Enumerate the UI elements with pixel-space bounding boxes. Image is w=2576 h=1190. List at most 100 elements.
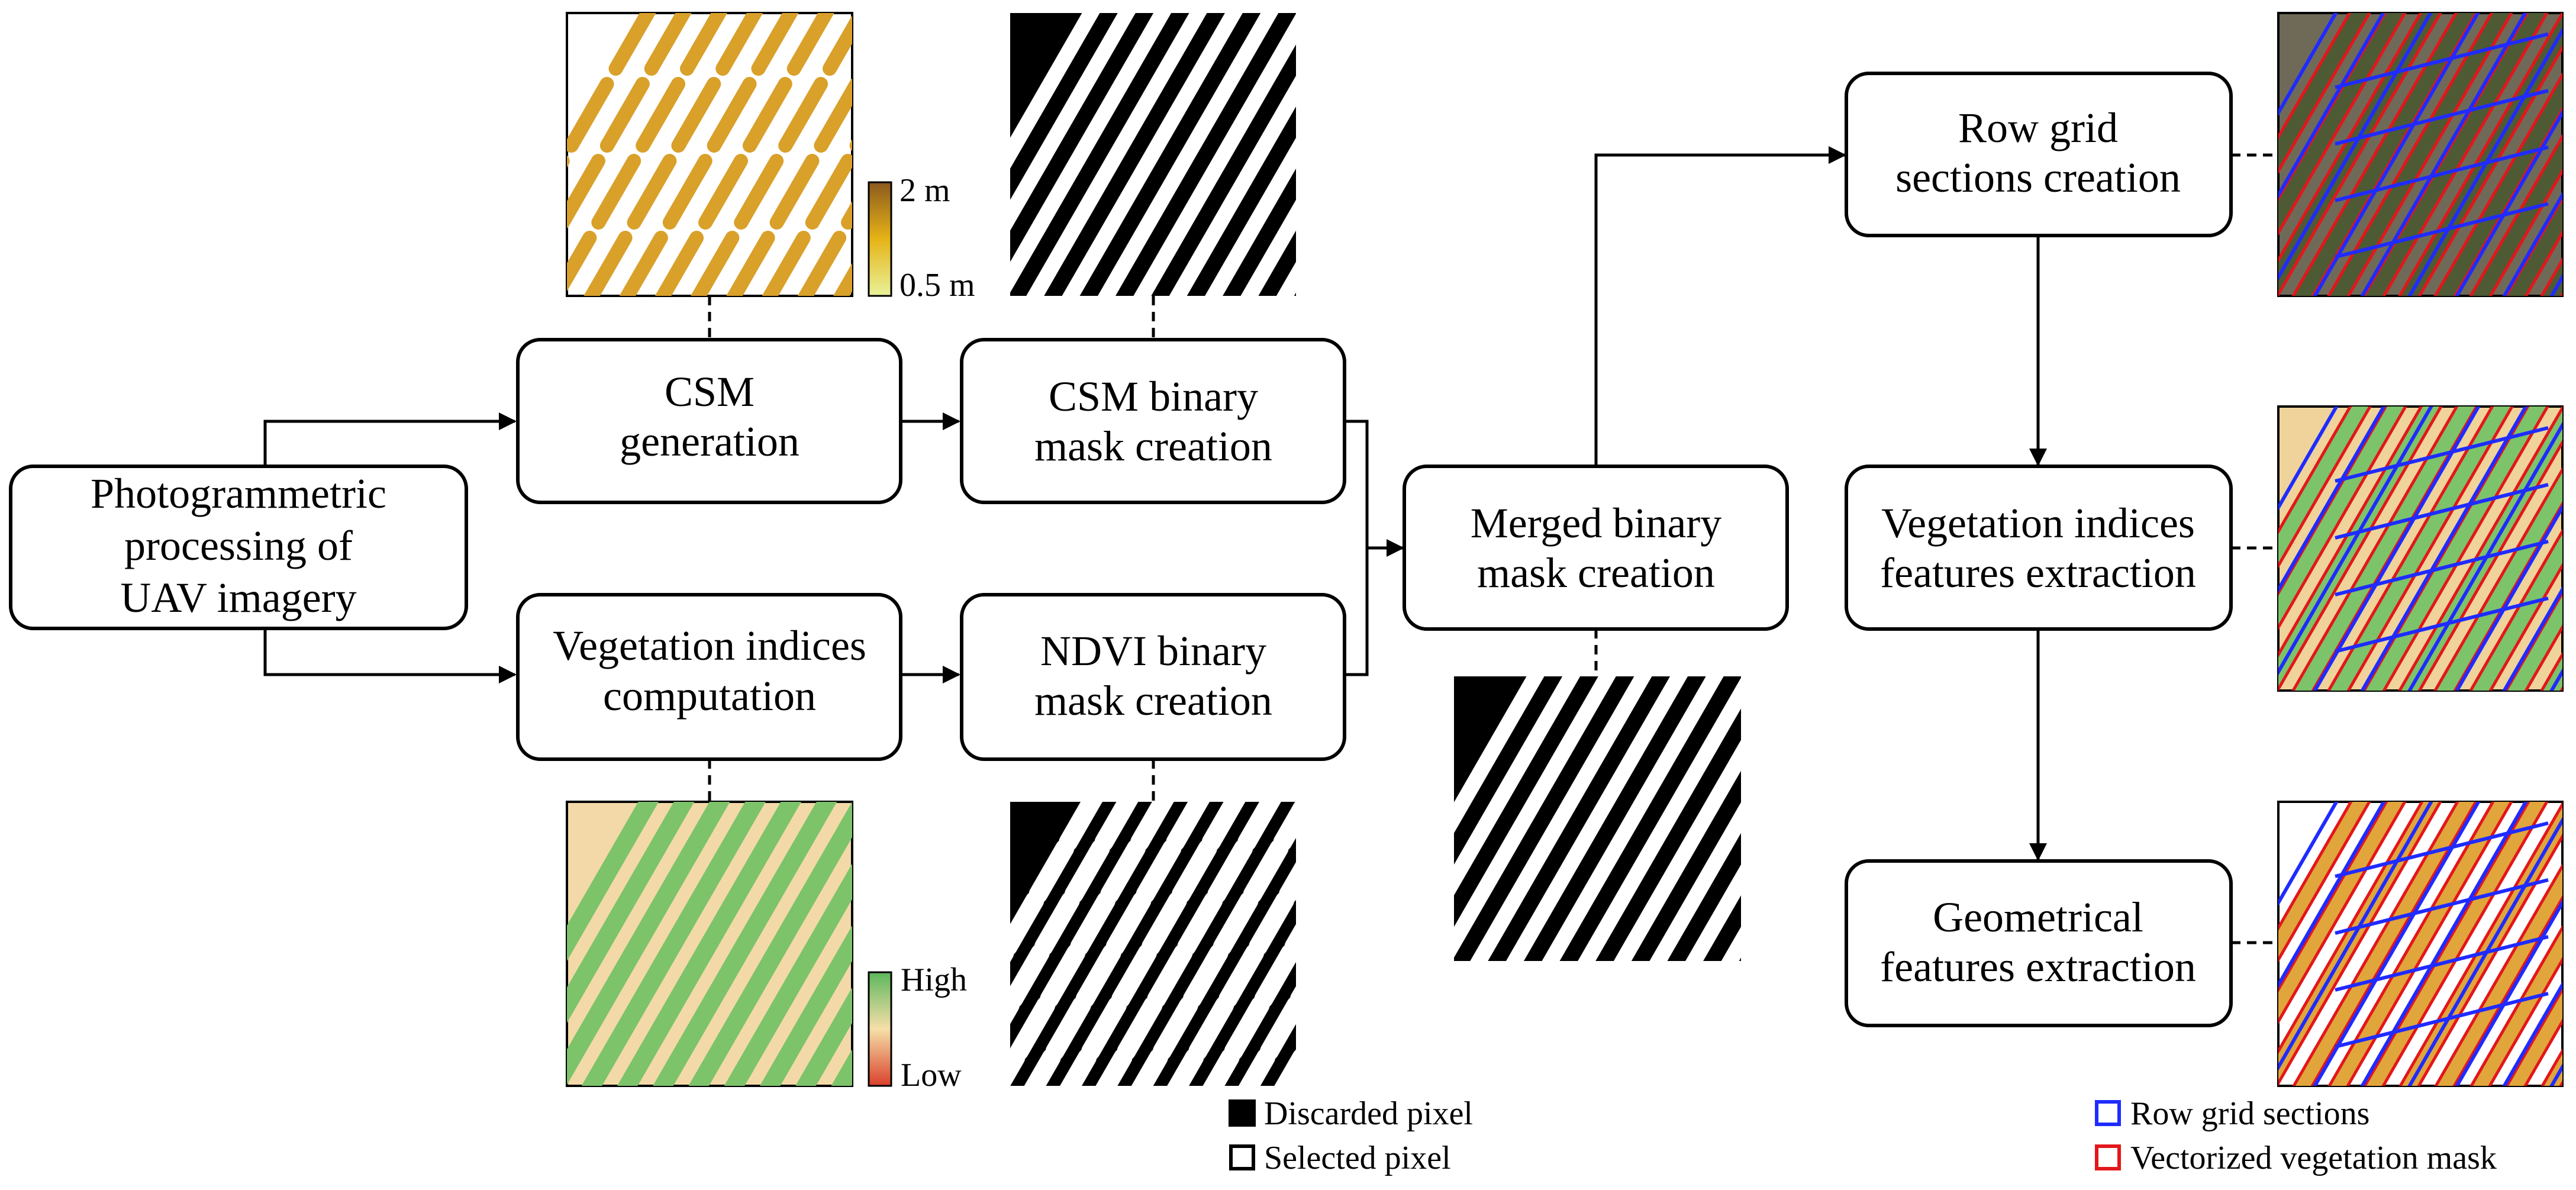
crop-row bbox=[726, 77, 852, 296]
crop-row bbox=[688, 802, 852, 1086]
legend-row-grid-swatch bbox=[2095, 1100, 2121, 1126]
grid-line bbox=[2278, 802, 2433, 1071]
crop-row bbox=[1202, 924, 1296, 1086]
crop-row bbox=[831, 1049, 852, 1086]
crop-row bbox=[1649, 802, 1741, 961]
crop-row bbox=[567, 802, 659, 962]
box-row-grid-sections-line-2: sections creation bbox=[1895, 154, 2181, 201]
grid-line bbox=[2407, 817, 2562, 1086]
legend-vector: Row grid sections Vectorized vegetation … bbox=[2095, 1095, 2497, 1176]
crop-row bbox=[1238, 986, 1296, 1086]
crop-row bbox=[2473, 930, 2562, 1086]
box-photogrammetric-line-2: processing of bbox=[124, 522, 353, 569]
box-photogrammetric: Photogrammetric processing of UAV imager… bbox=[9, 465, 468, 630]
crop-row bbox=[1010, 13, 1100, 169]
grid-line bbox=[2455, 109, 2562, 296]
crop-row bbox=[2278, 407, 2404, 625]
box-geometrical-features-line-2: features extraction bbox=[1880, 943, 2196, 991]
box-merged-binary-mask: Merged binary mask creation bbox=[1403, 465, 1789, 631]
box-photogrammetric-line-1: Photogrammetric bbox=[91, 470, 386, 517]
box-vegetation-features-line-1: Vegetation indices bbox=[1881, 499, 2195, 547]
crop-row bbox=[795, 987, 852, 1086]
crop-row bbox=[619, 13, 799, 296]
grid-line bbox=[2278, 802, 2386, 989]
box-ndvi-binary-mask: NDVI binary mask creation bbox=[960, 593, 1346, 761]
grid-line bbox=[2360, 407, 2528, 691]
crop-row bbox=[2472, 140, 2562, 296]
crop-row bbox=[583, 13, 763, 296]
box-row-grid-sections: Row grid sections creation bbox=[1845, 72, 2233, 237]
csm-colour-scale: 2 m 0.5 m bbox=[868, 172, 975, 304]
crop-row bbox=[2295, 13, 2474, 296]
crop-row bbox=[2278, 802, 2368, 957]
crop-row bbox=[1010, 802, 1174, 1086]
box-csm-binary-mask-line-2: mask creation bbox=[1034, 423, 1272, 470]
crop-row bbox=[581, 802, 766, 1086]
dashed-connectors bbox=[708, 153, 2278, 944]
box-vegetation-features: Vegetation indices features extraction bbox=[1845, 465, 2233, 631]
crop-row bbox=[2367, 802, 2545, 1086]
crop-row bbox=[1240, 199, 1296, 296]
csm-binary-mask-image bbox=[1010, 13, 1296, 296]
grid-line bbox=[2278, 13, 2433, 281]
crop-row bbox=[1454, 676, 1581, 896]
box-csm-binary-mask: CSM binary mask creation bbox=[960, 338, 1346, 504]
crop-row bbox=[2278, 802, 2403, 1019]
legend-vectorized-label: Vectorized vegetation mask bbox=[2130, 1140, 2497, 1176]
crop-row bbox=[2295, 802, 2474, 1086]
crop-row bbox=[567, 802, 730, 1085]
grid-line bbox=[2360, 13, 2527, 296]
crop-row bbox=[2509, 992, 2562, 1086]
grid-line bbox=[2278, 802, 2339, 907]
crop-row bbox=[567, 13, 692, 230]
crop-row bbox=[1133, 14, 1296, 296]
csm-scale-max: 2 m bbox=[899, 172, 950, 209]
box-merged-binary-mask-line-1: Merged binary bbox=[1471, 499, 1722, 547]
legend-discarded-label: Discarded pixel bbox=[1264, 1095, 1473, 1132]
grid-line bbox=[2278, 13, 2338, 117]
grid-line bbox=[2335, 483, 2549, 540]
box-vegetation-indices-computation: Vegetation indices computation bbox=[516, 593, 902, 761]
crop-row bbox=[1010, 13, 1136, 231]
crop-row bbox=[1097, 13, 1279, 296]
crop-row bbox=[724, 863, 852, 1086]
grid-line bbox=[2278, 407, 2386, 594]
ndvi-colour-scale: High Low bbox=[868, 962, 967, 1094]
grid-line bbox=[2335, 878, 2549, 935]
crop-row bbox=[1095, 802, 1281, 1086]
grid-line bbox=[2502, 586, 2562, 691]
grid-line bbox=[2335, 145, 2549, 202]
box-geometrical-features-line-1: Geometrical bbox=[1933, 894, 2143, 941]
box-csm-generation: CSM generation bbox=[516, 338, 902, 504]
grid-line bbox=[2278, 407, 2339, 511]
ndvi-binary-mask-image bbox=[1010, 802, 1296, 1086]
grid-line bbox=[2335, 32, 2549, 89]
vegetation-features-image bbox=[2277, 405, 2564, 692]
crop-row bbox=[1578, 678, 1741, 961]
grid-line bbox=[2407, 421, 2562, 691]
crop-row bbox=[1010, 802, 1102, 962]
grid-line bbox=[2278, 407, 2433, 676]
crop-row bbox=[567, 13, 656, 168]
legend-selected-label: Selected pixel bbox=[1264, 1140, 1451, 1176]
grid-line bbox=[2335, 992, 2549, 1049]
box-vegetation-indices-computation-line-1: Vegetation indices bbox=[553, 622, 866, 669]
crop-row bbox=[1010, 13, 1172, 293]
row-grid-image bbox=[2277, 12, 2564, 297]
crop-row bbox=[2365, 407, 2546, 691]
grid-line bbox=[2335, 935, 2549, 992]
crop-row bbox=[1505, 676, 1688, 961]
crop-row bbox=[2278, 13, 2368, 169]
crop-row bbox=[2508, 201, 2562, 296]
crop-row bbox=[833, 263, 852, 296]
csm-scale-min: 0.5 m bbox=[899, 267, 975, 304]
ndvi-scale-max: High bbox=[901, 962, 967, 998]
box-geometrical-features: Geometrical features extraction bbox=[1845, 859, 2233, 1027]
legend-vectorized-swatch bbox=[2095, 1144, 2121, 1170]
grid-line bbox=[2455, 899, 2562, 1086]
crop-row bbox=[1062, 13, 1243, 296]
box-csm-generation-line-1: CSM bbox=[665, 368, 755, 415]
crop-row bbox=[1685, 864, 1741, 961]
crop-row bbox=[567, 13, 727, 292]
